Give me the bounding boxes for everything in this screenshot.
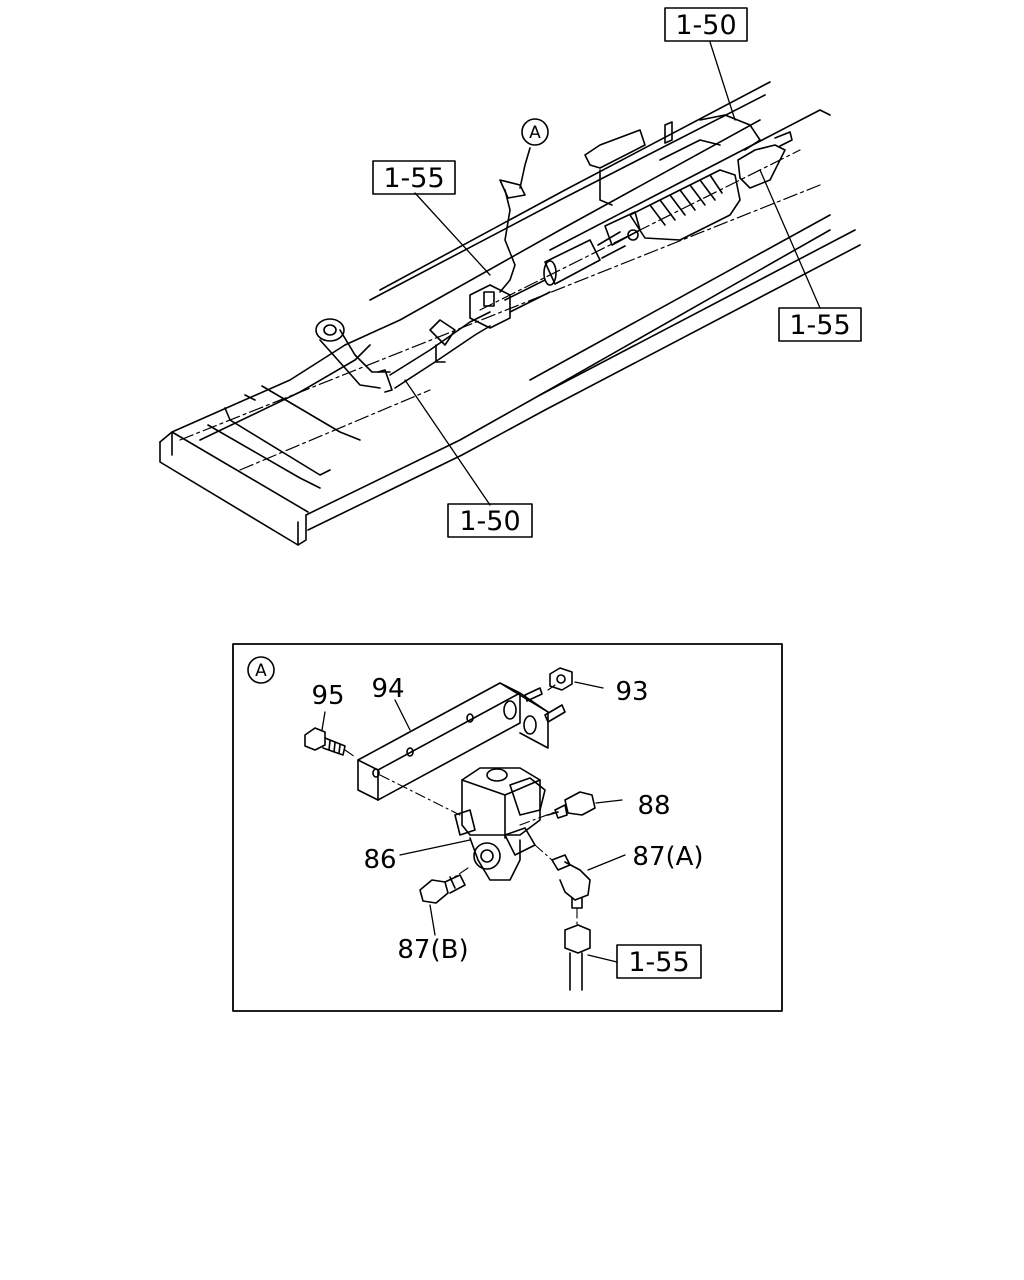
detail-guidelines [344, 684, 578, 926]
part-label-95: 95 [311, 681, 344, 711]
detail-marker-label: A [529, 123, 541, 143]
detail-badge-label: A [255, 661, 267, 681]
chassis-frame [159, 81, 861, 546]
part-label-87a: 87(A) [632, 842, 703, 872]
fitting-87b [419, 874, 466, 904]
studs [524, 687, 566, 723]
callout-1-55-left: 1-55 [383, 163, 444, 194]
callout-1-55-right: 1-55 [789, 310, 850, 341]
exhaust-assembly [315, 114, 793, 393]
valve-86 [454, 767, 546, 881]
detail-ref-box [616, 944, 702, 979]
part-label-93: 93 [615, 677, 648, 707]
callout-boxes [372, 7, 862, 538]
part-label-86: 86 [363, 845, 396, 875]
nut-93 [549, 667, 573, 691]
overview-leaders [404, 41, 821, 506]
hose-end [564, 924, 591, 991]
detail-ref-label: 1-55 [628, 947, 689, 978]
elbow-87a [551, 854, 591, 909]
detail-a-badge-circle [247, 656, 275, 684]
part-label-87b: 87(B) [397, 935, 468, 965]
callout-1-50-top: 1-50 [675, 10, 736, 41]
fitting-88 [547, 791, 596, 819]
detail-labels: A 95 94 93 88 86 87(A) 87(B) 1-55 [255, 661, 703, 978]
detail-leaders [321, 681, 626, 963]
detail-a-marker-circle [521, 118, 549, 146]
overview-labels: 1-50 1-55 1-55 1-50 A [383, 10, 850, 537]
callout-1-50-bottom: 1-50 [459, 506, 520, 537]
part-label-88: 88 [637, 791, 670, 821]
bolt-95 [304, 727, 346, 756]
part-label-94: 94 [371, 674, 404, 704]
detail-a-frame [232, 643, 783, 1012]
centerlines [179, 149, 821, 471]
